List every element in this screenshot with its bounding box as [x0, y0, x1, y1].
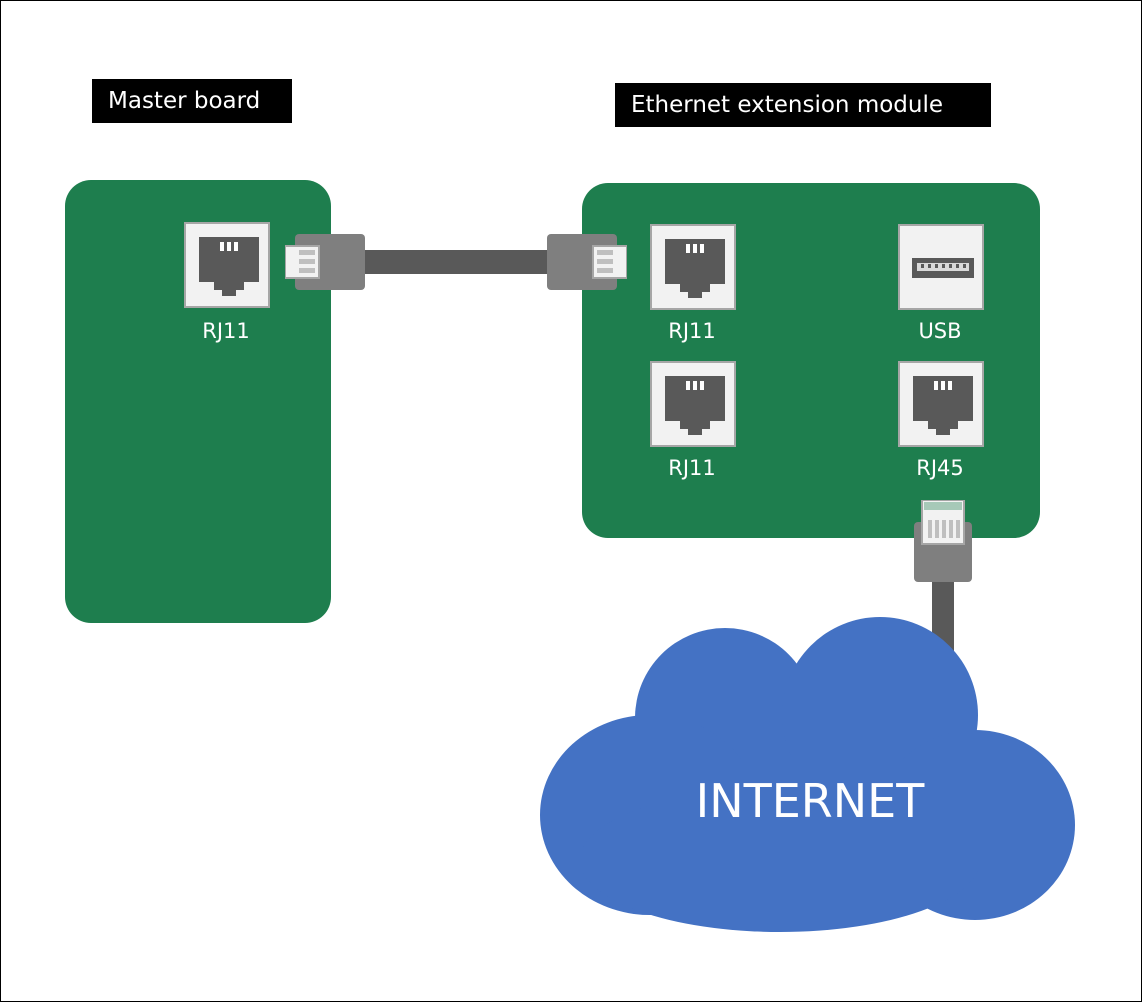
- rj11-jack-icon: [665, 239, 725, 298]
- ext-rj45-label: RJ45: [916, 456, 964, 480]
- rj45-plug: [914, 500, 972, 582]
- usb-port-icon: [912, 258, 974, 278]
- ext-rj11-bottom-port: [650, 361, 736, 447]
- master-rj11-label: RJ11: [202, 319, 250, 343]
- ext-rj45-port: [898, 361, 984, 447]
- ext-usb-label: USB: [918, 319, 962, 343]
- rj45-jack-icon: [913, 376, 973, 435]
- master-rj11-port: [184, 222, 270, 308]
- ext-rj11-top-port: [650, 224, 736, 310]
- extension-module-title: Ethernet extension module: [615, 83, 991, 127]
- ext-rj11-top-label: RJ11: [668, 319, 716, 343]
- internet-label: INTERNET: [695, 774, 925, 828]
- rj11-plug-right: [547, 234, 627, 290]
- master-board-title: Master board: [92, 79, 292, 123]
- rj11-plug-left: [285, 234, 365, 290]
- rj11-jack-icon: [199, 237, 259, 296]
- ext-rj11-bottom-label: RJ11: [668, 456, 716, 480]
- rj11-cable: [355, 250, 555, 274]
- ext-usb-port: [898, 224, 984, 310]
- rj11-jack-icon: [665, 376, 725, 435]
